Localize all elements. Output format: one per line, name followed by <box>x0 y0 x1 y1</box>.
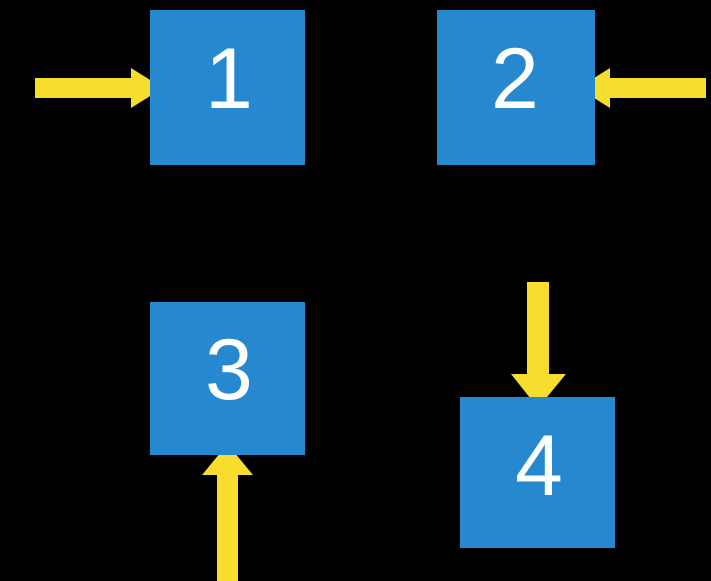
arrow-up-shape <box>202 444 253 581</box>
node-box-2[interactable] <box>437 10 595 165</box>
node-box-1[interactable] <box>150 10 305 165</box>
node-label-3: 3 <box>205 322 253 418</box>
node-label-4: 4 <box>515 418 563 514</box>
node-label-1: 1 <box>205 31 253 127</box>
node-label-2: 2 <box>491 31 539 127</box>
arrow-right-shape <box>35 68 163 108</box>
arrow-left-shape <box>578 68 706 108</box>
node-box-4[interactable] <box>460 397 615 548</box>
arrow-down-shape <box>511 282 566 408</box>
node-box-3[interactable] <box>150 302 305 455</box>
